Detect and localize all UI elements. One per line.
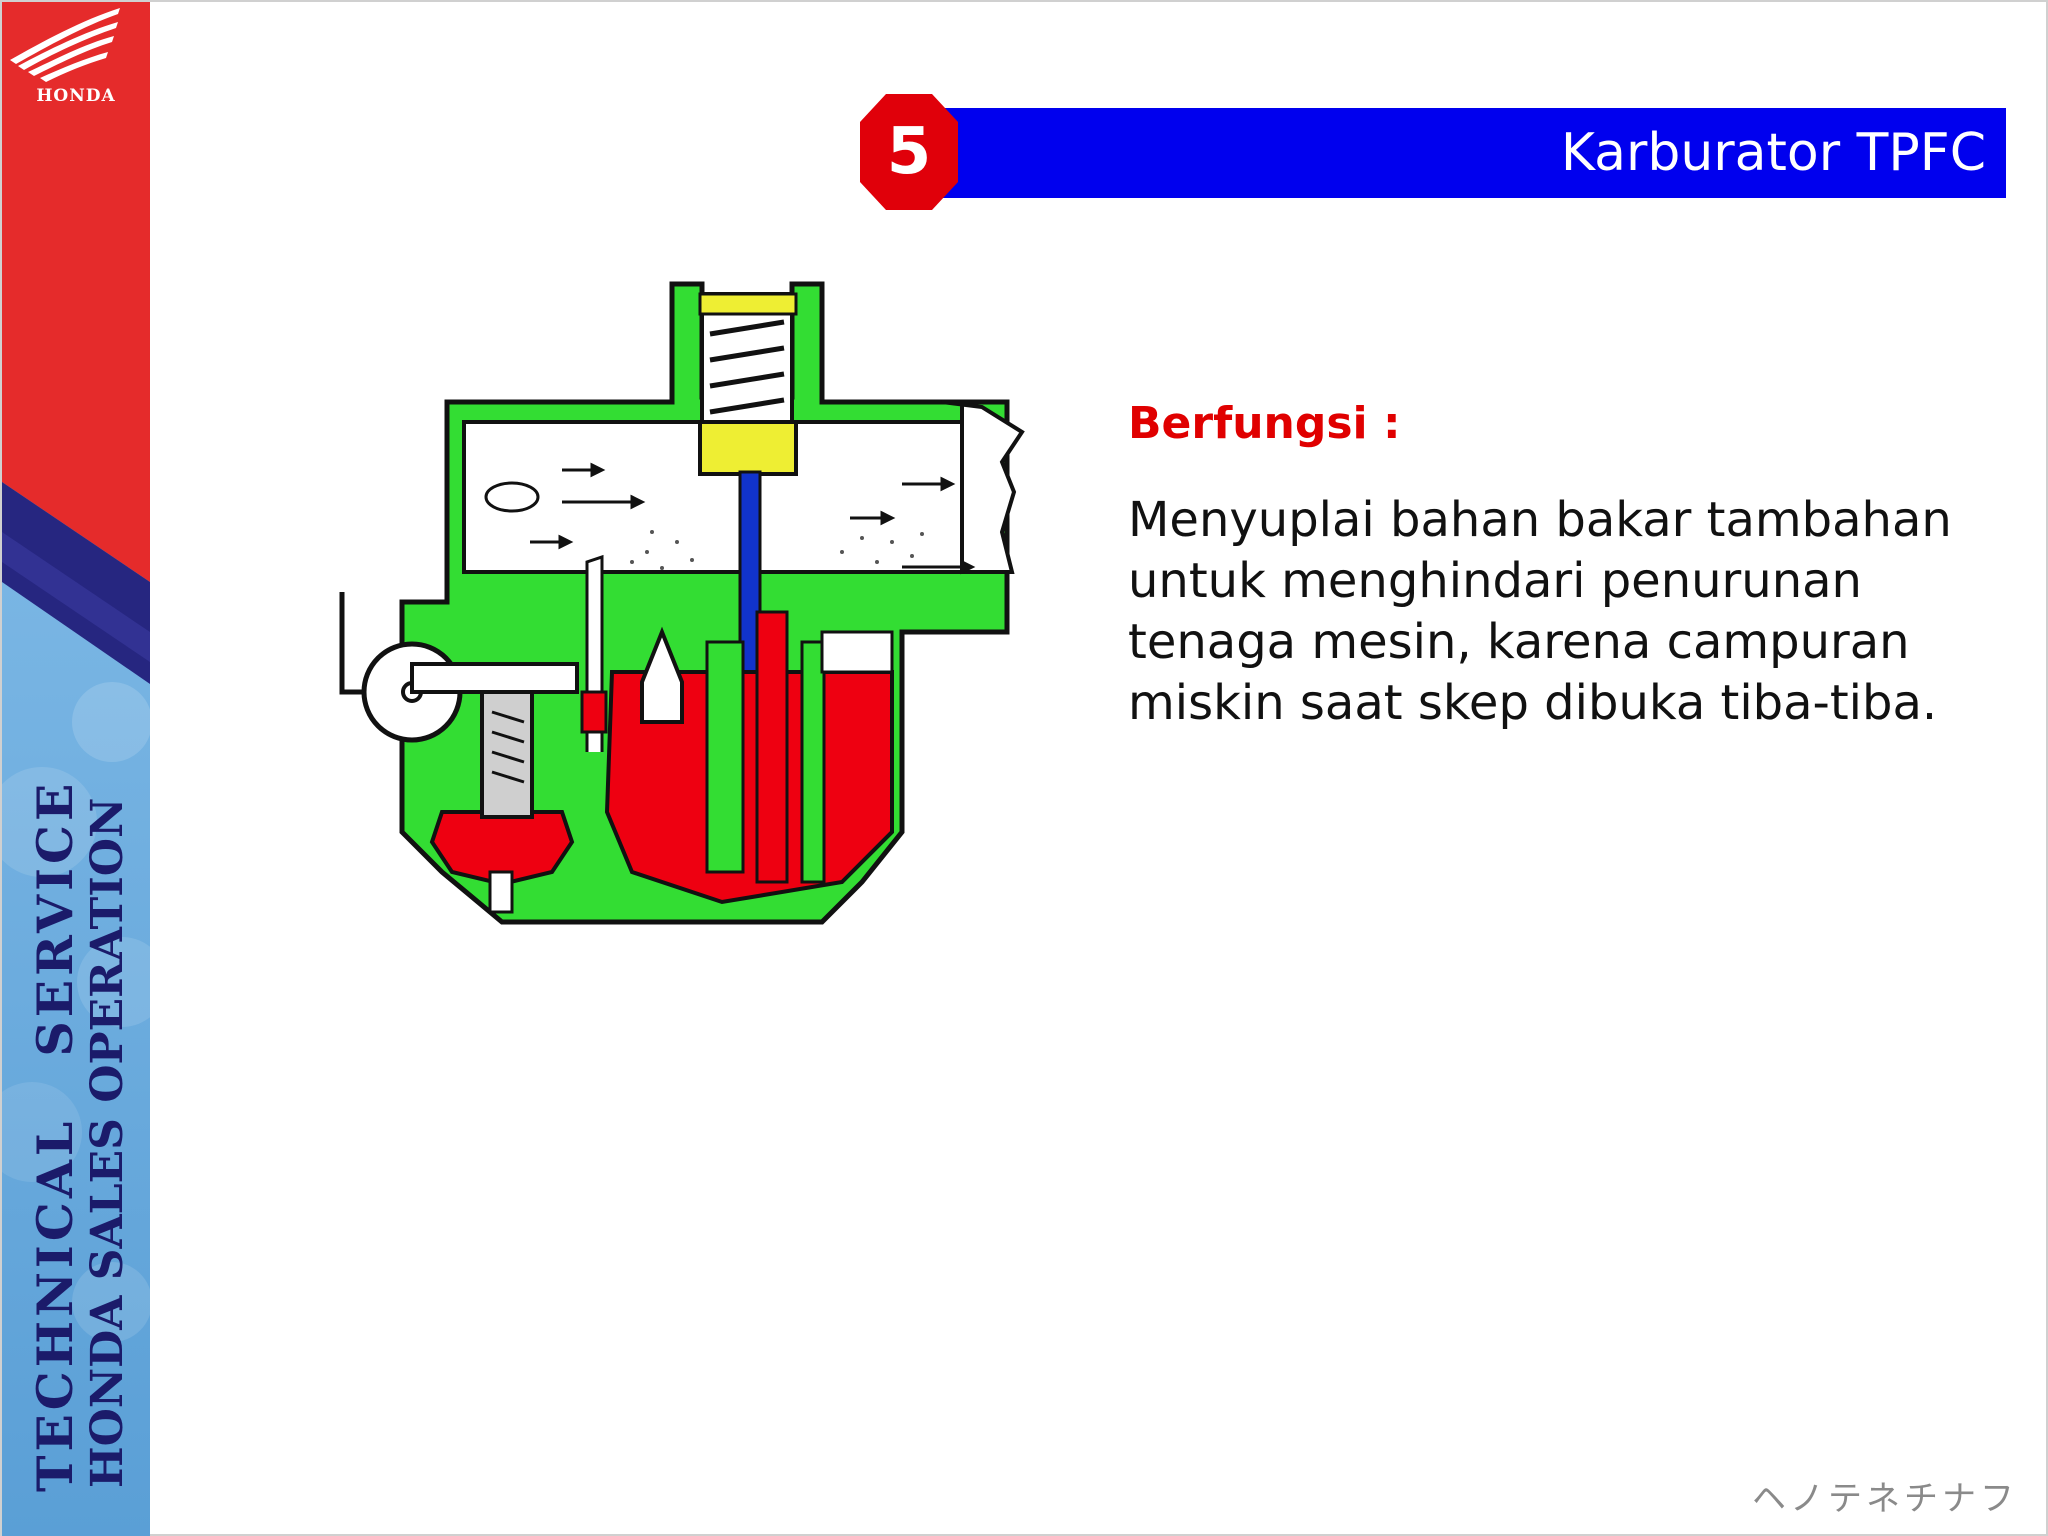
carburetor-cutaway-illustration bbox=[339, 281, 1025, 925]
brand-strip-background bbox=[2, 2, 150, 1536]
technical-service-label: TECHNICAL SERVICE bbox=[26, 779, 84, 1492]
octagon-badge-icon bbox=[860, 94, 958, 210]
function-heading: Berfungsi : bbox=[1128, 398, 1401, 449]
throttle-slide bbox=[698, 420, 798, 476]
tpfc-diaphragm bbox=[429, 810, 575, 887]
slide-spring bbox=[709, 319, 785, 415]
airflow-arrows bbox=[530, 462, 976, 575]
brand-strip: HONDA TECHNICAL SERVICE HONDA SALES OPER… bbox=[2, 2, 150, 1536]
intake-flange bbox=[941, 400, 1025, 574]
tpfc-valve-body bbox=[480, 690, 534, 819]
title-bar: Karburator TPFC bbox=[942, 108, 2006, 198]
slide-number: 5 bbox=[886, 115, 932, 189]
footer-mark: ヘノテネチナフ bbox=[1752, 1479, 2018, 1519]
slide-number-badge: 5 bbox=[858, 92, 960, 212]
page-title: Karburator TPFC bbox=[1560, 123, 1986, 183]
carburetor-diagram bbox=[302, 272, 1042, 972]
brand-logo-word: HONDA bbox=[36, 86, 116, 106]
honda-wing-logo-icon bbox=[10, 8, 120, 82]
float-valve bbox=[640, 626, 684, 724]
fuel-spray bbox=[630, 530, 924, 570]
honda-sales-operation-label: HONDA SALES OPERATION bbox=[82, 797, 133, 1488]
function-description: Menyuplai bahan bakar tambahan untuk men… bbox=[1128, 492, 1952, 731]
